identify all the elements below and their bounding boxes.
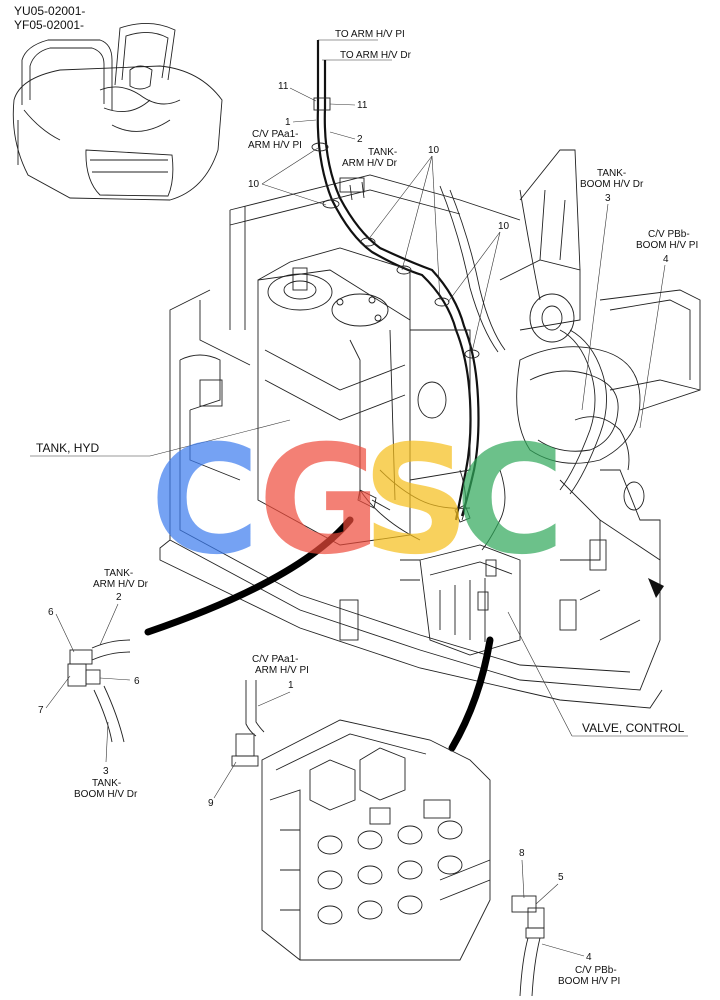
label-cv-pbb-boom-pi-bot-2: BOOM H/V PI	[558, 976, 620, 987]
part-number-9: 9	[208, 798, 214, 809]
machine-frame	[159, 149, 701, 709]
part-number-6a: 6	[48, 607, 54, 618]
part-number-4a: 4	[663, 254, 669, 265]
label-tank-arm-dr-top-1: TANK-	[368, 147, 397, 158]
part-number-10a: 10	[248, 179, 260, 190]
label-tank-hyd: TANK, HYD	[36, 441, 99, 455]
label-cv-paa1-arm-pi-mid-1: C/V PAa1-	[252, 654, 299, 665]
label-to-arm-hv-dr: TO ARM H/V Dr	[340, 50, 412, 61]
control-valve-closeup	[231, 680, 545, 997]
watermark-letter-g: G	[258, 414, 381, 588]
model-code-2: YF05-02001-	[14, 18, 84, 32]
part-number-2b: 2	[116, 592, 122, 603]
excavator-thumbnail	[12, 23, 223, 201]
tee-fitting-detail	[67, 639, 131, 743]
part-number-2a: 2	[357, 134, 363, 145]
label-cv-paa1-arm-pi-mid-2: ARM H/V PI	[255, 665, 309, 676]
part-number-3b: 3	[103, 766, 109, 777]
part-number-10c: 10	[498, 221, 510, 232]
label-cv-pbb-boom-pi-top-2: BOOM H/V PI	[636, 240, 698, 251]
part-number-11b: 11	[357, 100, 368, 111]
part-number-1b: 1	[288, 680, 294, 691]
watermark-letter-c2: C	[455, 414, 565, 588]
label-tank-arm-dr-left-2: ARM H/V Dr	[93, 579, 149, 590]
detail-arrow-left	[144, 516, 354, 636]
part-number-7: 7	[38, 705, 44, 716]
part-number-1a: 1	[285, 117, 291, 128]
watermark-letter-s: S	[362, 414, 470, 588]
model-code-1: YU05-02001-	[14, 4, 85, 18]
label-tank-arm-dr-top-2: ARM H/V Dr	[342, 158, 398, 169]
label-tank-boom-dr-left-1: TANK-	[92, 778, 121, 789]
label-cv-paa1-arm-pi-top-1: C/V PAa1-	[252, 129, 299, 140]
part-number-6b: 6	[134, 676, 140, 687]
watermark: C G S C	[150, 414, 565, 588]
label-cv-pbb-boom-pi-top-1: C/V PBb-	[648, 229, 690, 240]
part-number-11a: 11	[278, 81, 289, 92]
part-number-8: 8	[519, 848, 525, 859]
label-tank-arm-dr-left-1: TANK-	[104, 568, 133, 579]
label-valve-control: VALVE, CONTROL	[582, 721, 685, 735]
detail-arrow-right	[448, 636, 494, 752]
label-to-arm-hv-pi: TO ARM H/V PI	[335, 29, 405, 40]
watermark-letter-c1: C	[150, 414, 260, 588]
label-tank-boom-dr-top-2: BOOM H/V Dr	[580, 179, 644, 190]
label-tank-boom-dr-top-1: TANK-	[597, 168, 626, 179]
label-cv-paa1-arm-pi-top-2: ARM H/V PI	[248, 140, 302, 151]
label-cv-pbb-boom-pi-bot-1: C/V PBb-	[575, 965, 617, 976]
part-number-4b: 4	[586, 952, 592, 963]
part-number-5: 5	[558, 872, 564, 883]
part-number-10b: 10	[428, 145, 440, 156]
part-number-3a: 3	[605, 193, 611, 204]
label-tank-boom-dr-left-2: BOOM H/V Dr	[74, 789, 138, 800]
